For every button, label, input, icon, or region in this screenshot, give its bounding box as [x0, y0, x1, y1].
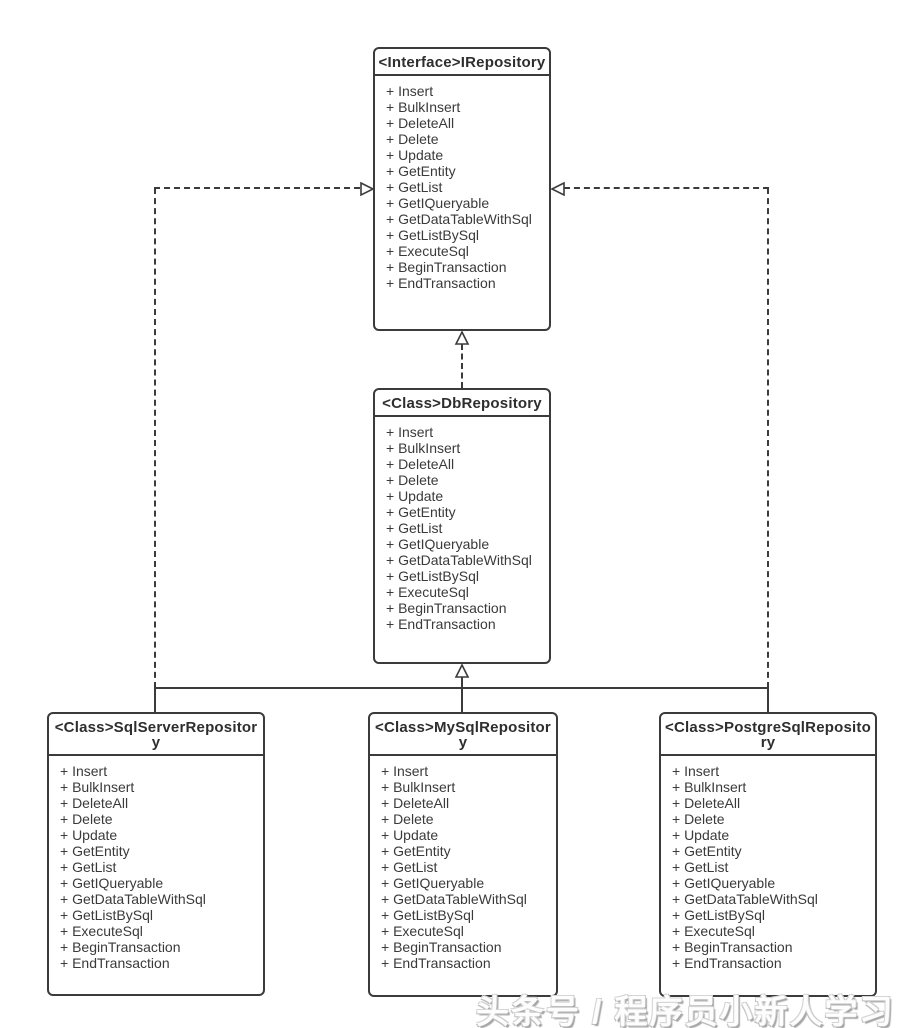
method-item: + Update [386, 488, 444, 504]
method-item: + GetList [386, 179, 443, 195]
class-box-irepository: <Interface>IRepository + Insert+ BulkIns… [373, 47, 551, 331]
method-item: + BeginTransaction [60, 939, 181, 955]
method-item: + BulkInsert [381, 779, 456, 795]
method-item: + DeleteAll [386, 115, 455, 131]
method-item: + BeginTransaction [381, 939, 502, 955]
method-list: + Insert+ BulkInsert+ DeleteAll+ Delete+… [375, 417, 549, 632]
watermark-text: 头条号 / 程序员小新人学习 [476, 993, 895, 1028]
triangle-arrow-up-icon [454, 330, 470, 345]
solid-line-middle-riser [461, 677, 463, 712]
method-item: + GetDataTableWithSql [672, 891, 818, 907]
method-item: + GetEntity [386, 504, 456, 520]
method-list: + Insert+ BulkInsert+ DeleteAll+ Delete+… [370, 756, 556, 971]
method-item: + Insert [386, 424, 434, 440]
method-item: + GetDataTableWithSql [60, 891, 206, 907]
method-item: + GetDataTableWithSql [386, 552, 532, 568]
method-item: + DeleteAll [386, 456, 455, 472]
class-title: <Interface>IRepository [375, 49, 549, 76]
method-item: + BulkInsert [386, 440, 461, 456]
method-item: + GetIQueryable [386, 195, 490, 211]
class-box-dbrepository: <Class>DbRepository + Insert+ BulkInsert… [373, 388, 551, 664]
class-box-postgresqlrepository: <Class>PostgreSqlRepository + Insert+ Bu… [659, 712, 877, 997]
method-item: + BeginTransaction [386, 600, 507, 616]
method-item: + ExecuteSql [386, 243, 469, 259]
method-item: + GetListBySql [386, 227, 479, 243]
class-title: <Class>MySqlRepository [370, 714, 556, 756]
method-item: + GetList [386, 520, 443, 536]
method-item: + GetListBySql [381, 907, 474, 923]
method-list: + Insert+ BulkInsert+ DeleteAll+ Delete+… [661, 756, 875, 971]
method-item: + Insert [60, 763, 108, 779]
method-item: + Update [381, 827, 439, 843]
method-item: + GetIQueryable [60, 875, 164, 891]
class-title: <Class>DbRepository [375, 390, 549, 417]
dashed-line-left-vertical [154, 188, 156, 688]
class-title: <Class>PostgreSqlRepository [661, 714, 875, 756]
method-item: + EndTransaction [381, 955, 491, 971]
triangle-arrow-right-icon [360, 181, 375, 197]
method-list: + Insert+ BulkInsert+ DeleteAll+ Delete+… [375, 76, 549, 291]
triangle-arrow-left-icon [550, 181, 565, 197]
solid-line-left-drop [154, 689, 156, 712]
method-item: + ExecuteSql [60, 923, 143, 939]
solid-line-right-drop [767, 689, 769, 712]
method-item: + EndTransaction [386, 616, 496, 632]
method-item: + BulkInsert [386, 99, 461, 115]
method-item: + Insert [672, 763, 720, 779]
method-item: + GetList [60, 859, 117, 875]
method-item: + ExecuteSql [386, 584, 469, 600]
method-item: + GetIQueryable [672, 875, 776, 891]
method-item: + DeleteAll [381, 795, 450, 811]
dashed-line-middle-vertical [461, 344, 463, 388]
method-item: + GetList [381, 859, 438, 875]
method-item: + BulkInsert [60, 779, 135, 795]
method-list: + Insert+ BulkInsert+ DeleteAll+ Delete+… [49, 756, 263, 971]
dashed-line-right-horizontal [564, 187, 769, 189]
method-item: + GetIQueryable [386, 536, 490, 552]
method-item: + GetListBySql [672, 907, 765, 923]
dashed-line-left-horizontal [154, 187, 360, 189]
method-item: + Delete [381, 811, 434, 827]
dashed-line-right-vertical [767, 188, 769, 688]
method-item: + BeginTransaction [672, 939, 793, 955]
method-item: + GetEntity [381, 843, 451, 859]
method-item: + BulkInsert [672, 779, 747, 795]
method-item: + GetListBySql [60, 907, 153, 923]
class-title: <Class>SqlServerRepository [49, 714, 263, 756]
method-item: + ExecuteSql [672, 923, 755, 939]
method-item: + GetList [672, 859, 729, 875]
triangle-arrow-up-icon [454, 663, 470, 678]
method-item: + DeleteAll [60, 795, 129, 811]
method-item: + EndTransaction [672, 955, 782, 971]
method-item: + DeleteAll [672, 795, 741, 811]
method-item: + EndTransaction [60, 955, 170, 971]
method-item: + GetListBySql [386, 568, 479, 584]
method-item: + Delete [672, 811, 725, 827]
method-item: + ExecuteSql [381, 923, 464, 939]
method-item: + Update [386, 147, 444, 163]
method-item: + Delete [60, 811, 113, 827]
method-item: + GetIQueryable [381, 875, 485, 891]
method-item: + GetDataTableWithSql [381, 891, 527, 907]
method-item: + GetDataTableWithSql [386, 211, 532, 227]
method-item: + GetEntity [672, 843, 742, 859]
method-item: + Delete [386, 131, 439, 147]
class-box-mysqlrepository: <Class>MySqlRepository + Insert+ BulkIns… [368, 712, 558, 997]
method-item: + EndTransaction [386, 275, 496, 291]
class-box-sqlserverrepository: <Class>SqlServerRepository + Insert+ Bul… [47, 712, 265, 996]
method-item: + Delete [386, 472, 439, 488]
method-item: + GetEntity [60, 843, 130, 859]
method-item: + Insert [386, 83, 434, 99]
method-item: + Insert [381, 763, 429, 779]
method-item: + GetEntity [386, 163, 456, 179]
method-item: + Update [60, 827, 118, 843]
method-item: + Update [672, 827, 730, 843]
method-item: + BeginTransaction [386, 259, 507, 275]
